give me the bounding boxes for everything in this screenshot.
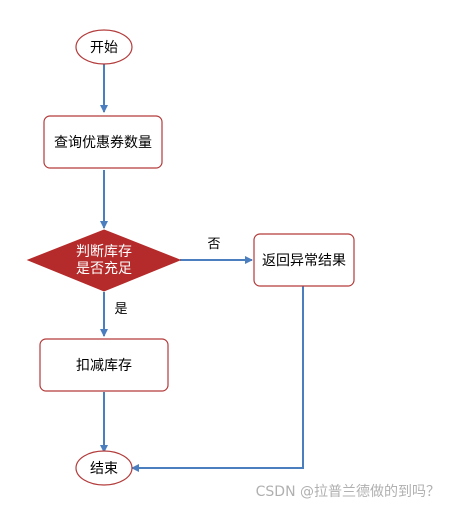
edge-label-no: 否 [207, 237, 220, 252]
decision-node-label-line2: 是否充足 [76, 261, 132, 277]
end-node [75, 450, 133, 486]
edge-error-to-end [131, 286, 304, 472]
error-node [253, 233, 355, 287]
query-node [43, 115, 163, 169]
edge-label-yes: 是 [114, 302, 127, 317]
start-node-label: 开始 [90, 40, 118, 56]
error-node-label: 返回异常结果 [262, 253, 346, 269]
decision-node-label-line1: 判断库存 [76, 244, 132, 260]
decision-node [26, 229, 182, 292]
start-node [75, 29, 133, 65]
deduct-node-label: 扣减库存 [76, 358, 132, 374]
deduct-node [39, 338, 169, 392]
watermark: CSDN @拉普兰德做的到吗？ [256, 484, 440, 500]
query-node-label: 查询优惠券数量 [54, 135, 152, 151]
end-node-label: 结束 [90, 461, 118, 477]
